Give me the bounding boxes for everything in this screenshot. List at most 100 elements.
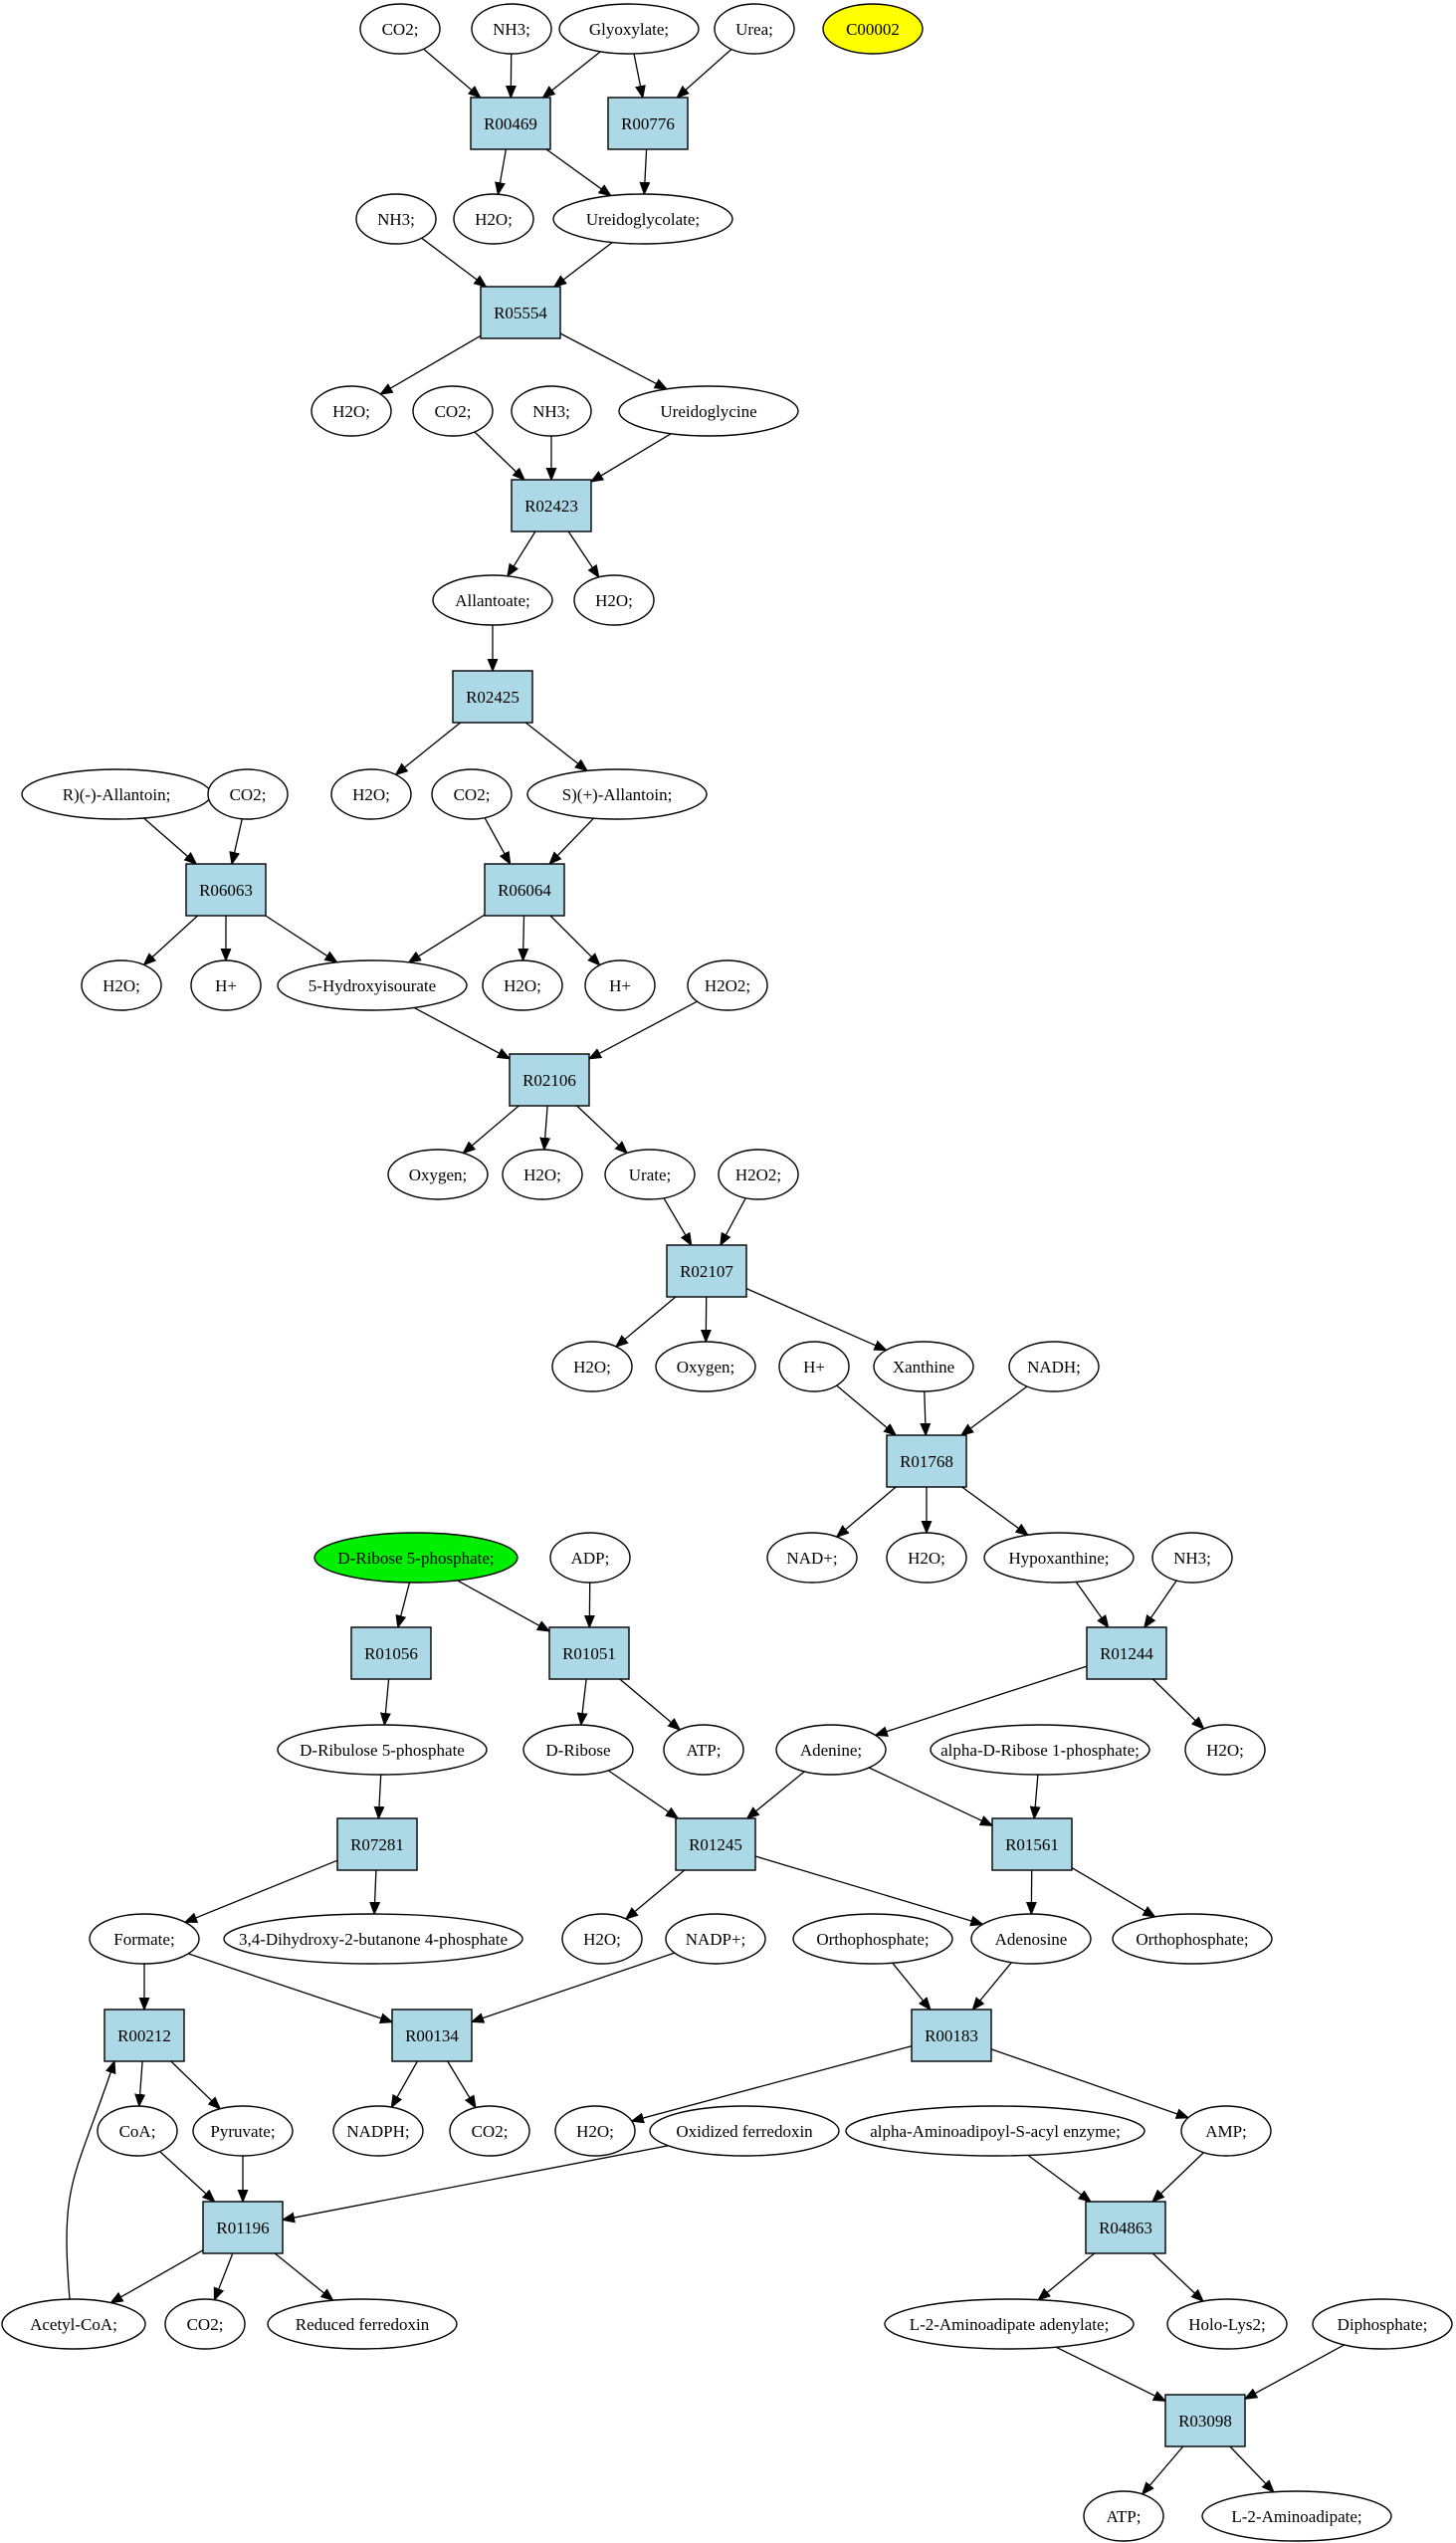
metabolite-node-h2o[interactable]: H2O;	[554, 2105, 636, 2157]
reaction-node-r04863[interactable]: R04863	[1085, 2201, 1166, 2254]
reaction-node-r06064[interactable]: R06064	[484, 863, 565, 917]
reaction-node-r01561[interactable]: R01561	[991, 1817, 1073, 1871]
metabolite-node-h[interactable]: H+	[584, 959, 656, 1011]
metabolite-node-co2[interactable]: CO2;	[431, 768, 513, 820]
metabolite-node-adp[interactable]: ADP;	[549, 1532, 631, 1584]
reaction-node-r00776[interactable]: R00776	[607, 97, 689, 150]
reaction-node-r01244[interactable]: R01244	[1086, 1626, 1167, 1680]
edges-layer	[66, 48, 1345, 2494]
reaction-node-r00183[interactable]: R00183	[911, 2009, 992, 2062]
metabolite-node-orthophosphate[interactable]: Orthophosphate;	[1112, 1913, 1273, 1965]
reaction-node-r00212[interactable]: R00212	[104, 2009, 185, 2062]
metabolite-node-h2o[interactable]: H2O;	[311, 385, 392, 437]
metabolite-node-h2o2[interactable]: H2O2;	[718, 1149, 799, 1200]
metabolite-node-h2o[interactable]: H2O;	[886, 1532, 967, 1584]
metabolite-node-h2o[interactable]: H2O;	[482, 959, 563, 1011]
reaction-node-r05554[interactable]: R05554	[480, 286, 561, 339]
metabolite-node-xanthine[interactable]: Xanthine	[873, 1341, 974, 1392]
metabolite-node-h2o[interactable]: H2O;	[561, 1913, 643, 1965]
metabolite-node-pyruvate[interactable]: Pyruvate;	[192, 2105, 294, 2157]
metabolite-node-orthophosphate[interactable]: Orthophosphate;	[792, 1913, 953, 1965]
metabolite-node-co2[interactable]: CO2;	[359, 3, 441, 55]
metabolite-node-c00002[interactable]: C00002	[822, 3, 924, 55]
metabolite-node-nh3[interactable]: NH3;	[1151, 1532, 1233, 1584]
metabolite-node-h2o[interactable]: H2O;	[81, 959, 162, 1011]
metabolite-node-alpha-aminoadipoyl-s-acyl-enzyme[interactable]: alpha-Aminoadipoyl-S-acyl enzyme;	[845, 2105, 1145, 2157]
metabolite-node-acetyl-coa[interactable]: Acetyl-CoA;	[1, 2298, 146, 2350]
metabolite-node-nadh[interactable]: NADH;	[1008, 1341, 1100, 1392]
metabolite-node-oxidized-ferredoxin[interactable]: Oxidized ferredoxin	[649, 2105, 840, 2157]
reaction-node-r03098[interactable]: R03098	[1164, 2394, 1246, 2447]
metabolite-node-h2o[interactable]: H2O;	[1184, 1724, 1266, 1776]
metabolite-node-d-ribose[interactable]: D-Ribose	[522, 1724, 634, 1776]
metabolite-label: 5-Hydroxyisourate	[309, 976, 436, 995]
reaction-node-r01051[interactable]: R01051	[548, 1626, 630, 1680]
metabolite-node-coa[interactable]: CoA;	[97, 2105, 178, 2157]
metabolite-node-co2[interactable]: CO2;	[449, 2105, 530, 2157]
reaction-node-r07281[interactable]: R07281	[336, 1817, 418, 1871]
metabolite-node-atp[interactable]: ATP;	[663, 1724, 744, 1776]
reaction-node-r01056[interactable]: R01056	[350, 1626, 432, 1680]
metabolite-node-adenosine[interactable]: Adenosine	[970, 1913, 1092, 1965]
reaction-node-r02425[interactable]: R02425	[452, 670, 533, 724]
metabolite-node-hypoxanthine[interactable]: Hypoxanthine;	[983, 1532, 1135, 1584]
metabolite-node-amp[interactable]: AMP;	[1180, 2105, 1272, 2157]
metabolite-node-alpha-d-ribose-1-phosphate[interactable]: alpha-D-Ribose 1-phosphate;	[930, 1724, 1150, 1776]
metabolite-node-5-hydroxyisourate[interactable]: 5-Hydroxyisourate	[277, 959, 468, 1011]
metabolite-node-nadp[interactable]: NADP+;	[665, 1913, 766, 1965]
metabolite-node-nh3[interactable]: NH3;	[471, 3, 552, 55]
metabolite-node-nh3[interactable]: NH3;	[511, 385, 592, 437]
metabolite-node-h[interactable]: H+	[190, 959, 262, 1011]
metabolite-node-oxygen[interactable]: Oxygen;	[387, 1149, 489, 1200]
metabolite-node-diphosphate[interactable]: Diphosphate;	[1312, 2298, 1453, 2350]
metabolite-node-oxygen[interactable]: Oxygen;	[655, 1341, 756, 1392]
metabolite-node-nad[interactable]: NAD+;	[766, 1532, 858, 1584]
edge-r02107-to-m_h2o_8	[616, 1296, 677, 1347]
reaction-node-r00134[interactable]: R00134	[391, 2009, 473, 2062]
metabolite-node-h2o[interactable]: H2O;	[551, 1341, 633, 1392]
metabolite-node-adenine[interactable]: Adenine;	[775, 1724, 887, 1776]
metabolite-node-h2o[interactable]: H2O;	[573, 574, 655, 626]
metabolite-node-ureidoglycolate[interactable]: Ureidoglycolate;	[552, 193, 733, 245]
metabolite-ellipse	[1312, 2298, 1453, 2350]
metabolite-node-r-allantoin[interactable]: R)(-)-Allantoin;	[21, 768, 212, 820]
metabolite-node-urea[interactable]: Urea;	[714, 3, 795, 55]
metabolite-node-formate[interactable]: Formate;	[89, 1913, 200, 1965]
reaction-node-r01245[interactable]: R01245	[675, 1817, 756, 1871]
metabolite-node-3-4-dihydroxy-2-butanone-4-phosphate[interactable]: 3,4-Dihydroxy-2-butanone 4-phosphate	[223, 1913, 523, 1965]
metabolite-node-h2o2[interactable]: H2O2;	[687, 959, 768, 1011]
edge-m_nh3_2-to-r05554	[421, 237, 487, 287]
metabolite-node-allantoate[interactable]: Allantoate;	[432, 574, 553, 626]
reaction-node-r01196[interactable]: R01196	[202, 2201, 284, 2254]
metabolite-node-glyoxylate[interactable]: Glyoxylate;	[558, 3, 700, 55]
metabolite-node-l-2-aminoadipate[interactable]: L-2-Aminoadipate;	[1201, 2490, 1392, 2542]
metabolite-node-h2o[interactable]: H2O;	[502, 1149, 583, 1200]
reaction-node-r06063[interactable]: R06063	[185, 863, 267, 917]
edge-m_glyoxylate-to-r00776	[633, 53, 643, 98]
metabolite-node-co2[interactable]: CO2;	[412, 385, 494, 437]
metabolite-node-atp[interactable]: ATP;	[1083, 2490, 1164, 2542]
metabolite-node-h[interactable]: H+	[778, 1341, 850, 1392]
metabolite-node-d-ribose-5-phosphate[interactable]: D-Ribose 5-phosphate;	[313, 1532, 519, 1584]
reaction-node-r02107[interactable]: R02107	[666, 1244, 747, 1298]
metabolite-node-h2o[interactable]: H2O;	[453, 193, 534, 245]
metabolite-node-reduced-ferredoxin[interactable]: Reduced ferredoxin	[267, 2298, 458, 2350]
metabolite-node-h2o[interactable]: H2O;	[330, 768, 412, 820]
reaction-box	[675, 1817, 756, 1871]
metabolite-node-l-2-aminoadipate-adenylate[interactable]: L-2-Aminoadipate adenylate;	[884, 2298, 1135, 2350]
metabolite-node-co2[interactable]: CO2;	[164, 2298, 246, 2350]
metabolite-node-ureidoglycine[interactable]: Ureidoglycine	[618, 385, 799, 437]
metabolite-node-co2[interactable]: CO2;	[207, 768, 289, 820]
reaction-node-r02423[interactable]: R02423	[511, 479, 592, 532]
metabolite-node-holo-lys2[interactable]: Holo-Lys2;	[1166, 2298, 1288, 2350]
reaction-node-r02106[interactable]: R02106	[509, 1053, 590, 1107]
edge-r00212-to-m_pyruvate	[170, 2060, 220, 2109]
reaction-node-r01768[interactable]: R01768	[886, 1434, 967, 1488]
metabolite-node-s-allantoin[interactable]: S)(+)-Allantoin;	[526, 768, 708, 820]
metabolite-node-urate[interactable]: Urate;	[604, 1149, 696, 1200]
metabolite-node-d-ribulose-5-phosphate[interactable]: D-Ribulose 5-phosphate	[277, 1724, 488, 1776]
metabolite-node-nadph[interactable]: NADPH;	[332, 2105, 424, 2157]
metabolite-node-nh3[interactable]: NH3;	[355, 193, 437, 245]
metabolite-ellipse	[551, 1341, 633, 1392]
reaction-node-r00469[interactable]: R00469	[470, 97, 551, 150]
